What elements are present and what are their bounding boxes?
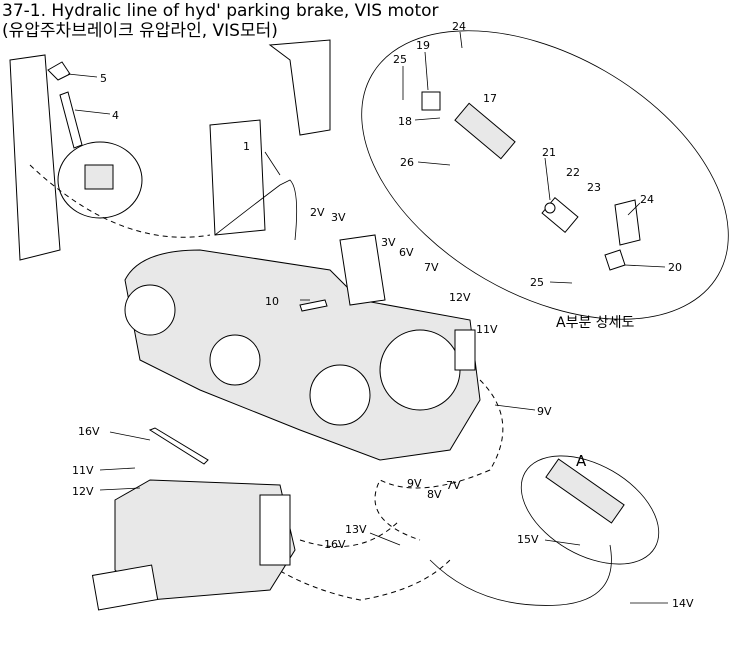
callout-label: 3V <box>331 211 346 224</box>
valve-block <box>339 234 386 306</box>
callout-label: 18 <box>398 115 412 128</box>
parking-brake-cylinder <box>545 458 625 524</box>
elbow-fitting-5 <box>47 61 71 81</box>
callout-label: 14V <box>672 597 694 610</box>
callout-label: 11V <box>72 464 94 477</box>
callout-label: 25 <box>530 276 544 289</box>
callout-label: 7V <box>424 261 439 274</box>
callout-label: 7V <box>446 479 461 492</box>
callout-label: 16V <box>78 425 100 438</box>
callout-label: 15V <box>517 533 539 546</box>
callout-label: 23 <box>587 181 601 194</box>
callout-label: 26 <box>400 156 414 169</box>
callout-label: 20 <box>668 261 682 274</box>
detail-ellipse <box>361 30 729 320</box>
pump-assembly <box>124 249 481 461</box>
detail-marker-a: A <box>576 452 587 470</box>
callout-label: 24 <box>452 20 466 33</box>
callout-label: 3V <box>381 236 396 249</box>
callout-label: 12V <box>449 291 471 304</box>
callout-label: 24 <box>640 193 654 206</box>
callout-label: 19 <box>416 39 430 52</box>
callout-label: 5 <box>100 72 107 85</box>
diagram-subtitle: (유압주차브레이크 유압라인, VIS모터) <box>2 21 278 41</box>
pin-10 <box>299 299 328 312</box>
leader-lines <box>67 31 668 604</box>
callout-label: 4 <box>112 109 119 122</box>
callout-label: 10 <box>265 295 279 308</box>
callout-label: 13V <box>345 523 367 536</box>
callout-label: 22 <box>566 166 580 179</box>
frame-plate <box>9 39 331 261</box>
callout-label: 16V <box>324 538 346 551</box>
detail-a-ellipse <box>520 455 660 565</box>
callout-label: 12V <box>72 485 94 498</box>
callout-label: 1 <box>243 140 250 153</box>
fitting-tube-4 <box>59 91 83 149</box>
callout-label: 21 <box>542 146 556 159</box>
callout-label: 6V <box>399 246 414 259</box>
callout-label: 11V <box>476 323 498 336</box>
callout-label: 17 <box>483 92 497 105</box>
detail-parts <box>421 91 641 271</box>
vis-motor <box>91 479 296 611</box>
tube-16v <box>148 427 209 465</box>
callout-label: 25 <box>393 53 407 66</box>
callout-label: 9V <box>407 477 422 490</box>
diagram-title: 37-1. Hydralic line of hyd' parking brak… <box>2 1 439 21</box>
flange-port <box>84 164 114 190</box>
callout-label: 8V <box>427 488 442 501</box>
callout-label: 9V <box>537 405 552 418</box>
callout-label: 2V <box>310 206 325 219</box>
detail-caption: A부분 상세도 <box>556 315 635 331</box>
